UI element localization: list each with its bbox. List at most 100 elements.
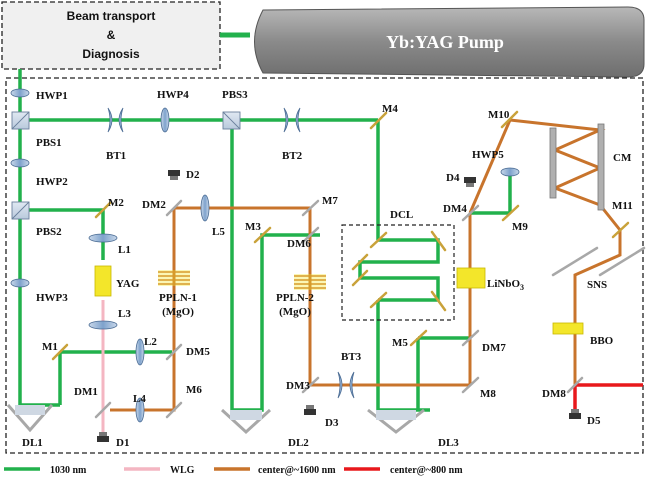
bbo-crystal — [552, 322, 584, 335]
green-beams — [18, 69, 512, 412]
silver-mirrors — [94, 199, 646, 419]
mirrors — [51, 110, 630, 361]
red-beams — [573, 383, 643, 410]
label-sns: SNS — [587, 279, 607, 291]
label-m2: M2 — [108, 197, 124, 209]
label-m9: M9 — [512, 221, 528, 233]
label-hwp3: HWP3 — [36, 292, 68, 304]
label-m7: M7 — [322, 195, 338, 207]
dm3-element — [301, 376, 320, 394]
label-l2: L2 — [144, 336, 157, 348]
legend: 1030 nm WLG center@~1600 nm center@~800 … — [4, 465, 463, 476]
sns-mirror-1 — [551, 246, 599, 277]
label-dl3: DL3 — [438, 437, 459, 449]
label-pbs1: PBS1 — [36, 137, 62, 149]
lenses — [88, 194, 210, 423]
beam-transport-box: Beam transport & Diagnosis — [1, 1, 221, 70]
label-yag: YAG — [116, 278, 140, 290]
label-m3: M3 — [245, 221, 261, 233]
sns-mirror-2 — [598, 246, 646, 277]
l4-element — [135, 397, 145, 423]
label-linbo3: LiNbO3 — [487, 278, 524, 292]
beam-telescopes — [107, 107, 355, 399]
linbo3-crystal — [456, 267, 486, 289]
label-hwp2: HWP2 — [36, 176, 68, 188]
label-l3: L3 — [118, 308, 131, 320]
chirped-mirror-pair — [549, 123, 605, 211]
l5-element — [200, 194, 210, 222]
dm5-element — [165, 343, 183, 361]
component-labels: HWP1 PBS1 HWP2 PBS2 HWP3 BT1 HWP4 PBS3 B… — [22, 89, 633, 449]
label-bt2: BT2 — [282, 150, 303, 162]
label-dm2: DM2 — [142, 199, 166, 211]
label-dcl: DCL — [390, 209, 413, 221]
pbs1-element — [11, 111, 30, 130]
polarizing-beam-splitters — [11, 111, 241, 220]
d3-element — [304, 405, 316, 415]
pump-label: Yb:YAG Pump — [386, 32, 504, 52]
legend-label-2: center@~1600 nm — [258, 465, 336, 476]
dl3-element — [367, 408, 425, 434]
label-ppln1-line2: (MgO) — [162, 306, 194, 318]
bt2-element — [283, 107, 301, 133]
dcl-box — [341, 224, 455, 321]
label-d4: D4 — [446, 172, 460, 184]
m4-element — [369, 111, 388, 130]
hwp4-element — [160, 107, 170, 133]
ppln2-body — [294, 274, 326, 290]
legend-label-0: 1030 nm — [50, 465, 87, 476]
label-d2: D2 — [186, 169, 200, 181]
ppln1-body — [158, 270, 190, 286]
yb-yag-pump: Yb:YAG Pump — [254, 6, 645, 78]
dm8-element — [566, 376, 584, 394]
label-d3: D3 — [325, 417, 339, 429]
dm4-element — [461, 204, 480, 222]
label-d1: D1 — [116, 437, 129, 449]
m6-element — [165, 401, 183, 419]
d4-element — [464, 177, 476, 187]
label-dm1: DM1 — [74, 386, 98, 398]
m3-element — [253, 226, 272, 244]
label-ppln2-line2: (MgO) — [279, 306, 311, 318]
label-dl2: DL2 — [288, 437, 309, 449]
label-hwp4: HWP4 — [157, 89, 189, 101]
label-l4: L4 — [133, 393, 146, 405]
label-dm8: DM8 — [542, 388, 566, 400]
label-dm3: DM3 — [286, 380, 310, 392]
d2-element — [168, 170, 180, 180]
label-m11: M11 — [612, 200, 633, 212]
label-m5: M5 — [392, 337, 408, 349]
label-dm6: DM6 — [287, 238, 311, 250]
label-bbo: BBO — [590, 335, 614, 347]
label-hwp1: HWP1 — [36, 90, 68, 102]
d5-element — [569, 409, 581, 419]
label-dl1: DL1 — [22, 437, 43, 449]
hwp3-element — [10, 278, 30, 288]
l3-element — [88, 320, 118, 330]
m8-element — [461, 376, 480, 394]
half-wave-plates — [10, 88, 520, 288]
label-l5: L5 — [212, 226, 225, 238]
beam-box-line3: Diagnosis — [82, 47, 140, 61]
m5-element — [409, 329, 428, 347]
label-m8: M8 — [480, 388, 496, 400]
label-dm7: DM7 — [482, 342, 506, 354]
label-m1: M1 — [42, 341, 58, 353]
m9-element — [501, 204, 520, 222]
label-m6: M6 — [186, 384, 202, 396]
dm6-element — [301, 226, 320, 244]
dm2-element — [165, 199, 183, 217]
legend-label-1: WLG — [170, 465, 195, 476]
beam-box-line2: & — [107, 28, 116, 42]
m10-element — [500, 110, 519, 129]
pbs2-element — [11, 201, 30, 220]
hwp5-element — [500, 167, 520, 177]
dm7-element — [461, 329, 480, 347]
orange-beams — [110, 118, 622, 412]
m1-element — [51, 343, 69, 361]
l1-element — [88, 233, 118, 243]
delay-lines — [6, 404, 425, 435]
hwp2-element — [10, 158, 30, 168]
label-d5: D5 — [587, 415, 601, 427]
